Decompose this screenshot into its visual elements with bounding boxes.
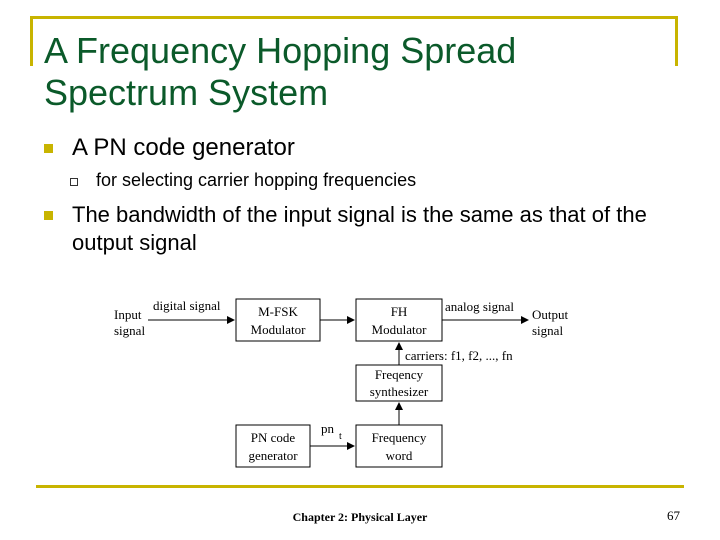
pn-symbol-label: pn xyxy=(321,421,335,436)
frame-top-border xyxy=(30,16,678,19)
title-line-2: Spectrum System xyxy=(44,72,329,113)
bullet-pn-generator: A PN code generator xyxy=(72,134,295,161)
bullet-square-icon xyxy=(44,144,53,153)
frequency-word-box xyxy=(355,424,443,468)
footer-chapter: Chapter 2: Physical Layer xyxy=(292,510,428,524)
freq-word-label-2: word xyxy=(386,448,413,463)
t-subscript-label: t xyxy=(339,431,342,442)
fh-label-1: FH xyxy=(391,304,408,319)
slide-title: A Frequency Hopping Spread Spectrum Syst… xyxy=(44,30,664,114)
fh-label-2: Modulator xyxy=(372,322,428,337)
footer-divider xyxy=(36,485,684,488)
bullet-square-icon xyxy=(44,211,53,220)
digital-signal-label: digital signal xyxy=(153,298,221,313)
bullet-bandwidth: The bandwidth of the input signal is the… xyxy=(72,202,647,255)
input-label: Input xyxy=(114,307,142,322)
title-line-1: A Frequency Hopping Spread xyxy=(44,30,517,71)
output-label-2: signal xyxy=(532,323,563,338)
frame-left-border xyxy=(30,16,33,66)
page-number: 67 xyxy=(667,508,680,523)
pn-gen-label-1: PN code xyxy=(251,430,296,445)
sub-bullet-hopping: for selecting carrier hopping frequencie… xyxy=(96,170,417,190)
sub-bullet-square-icon xyxy=(70,178,78,186)
input-label-2: signal xyxy=(114,323,145,338)
frame-right-border xyxy=(675,16,678,66)
mfsk-label-2: Modulator xyxy=(251,322,307,337)
frequency-synthesizer-box xyxy=(355,364,443,402)
fh-modulator-box xyxy=(355,298,443,342)
freq-word-label-1: Frequency xyxy=(372,430,427,445)
mfsk-label-1: M-FSK xyxy=(258,304,298,319)
output-label-1: Output xyxy=(532,307,569,322)
mfsk-modulator-box xyxy=(235,298,321,342)
synth-label-2: synthesizer xyxy=(370,384,429,399)
carriers-label: carriers: f1, f2, ..., fn xyxy=(405,348,513,363)
pn-gen-label-2: generator xyxy=(248,448,298,463)
analog-signal-label: analog signal xyxy=(445,299,514,314)
synth-label-1: Freqency xyxy=(375,367,424,382)
